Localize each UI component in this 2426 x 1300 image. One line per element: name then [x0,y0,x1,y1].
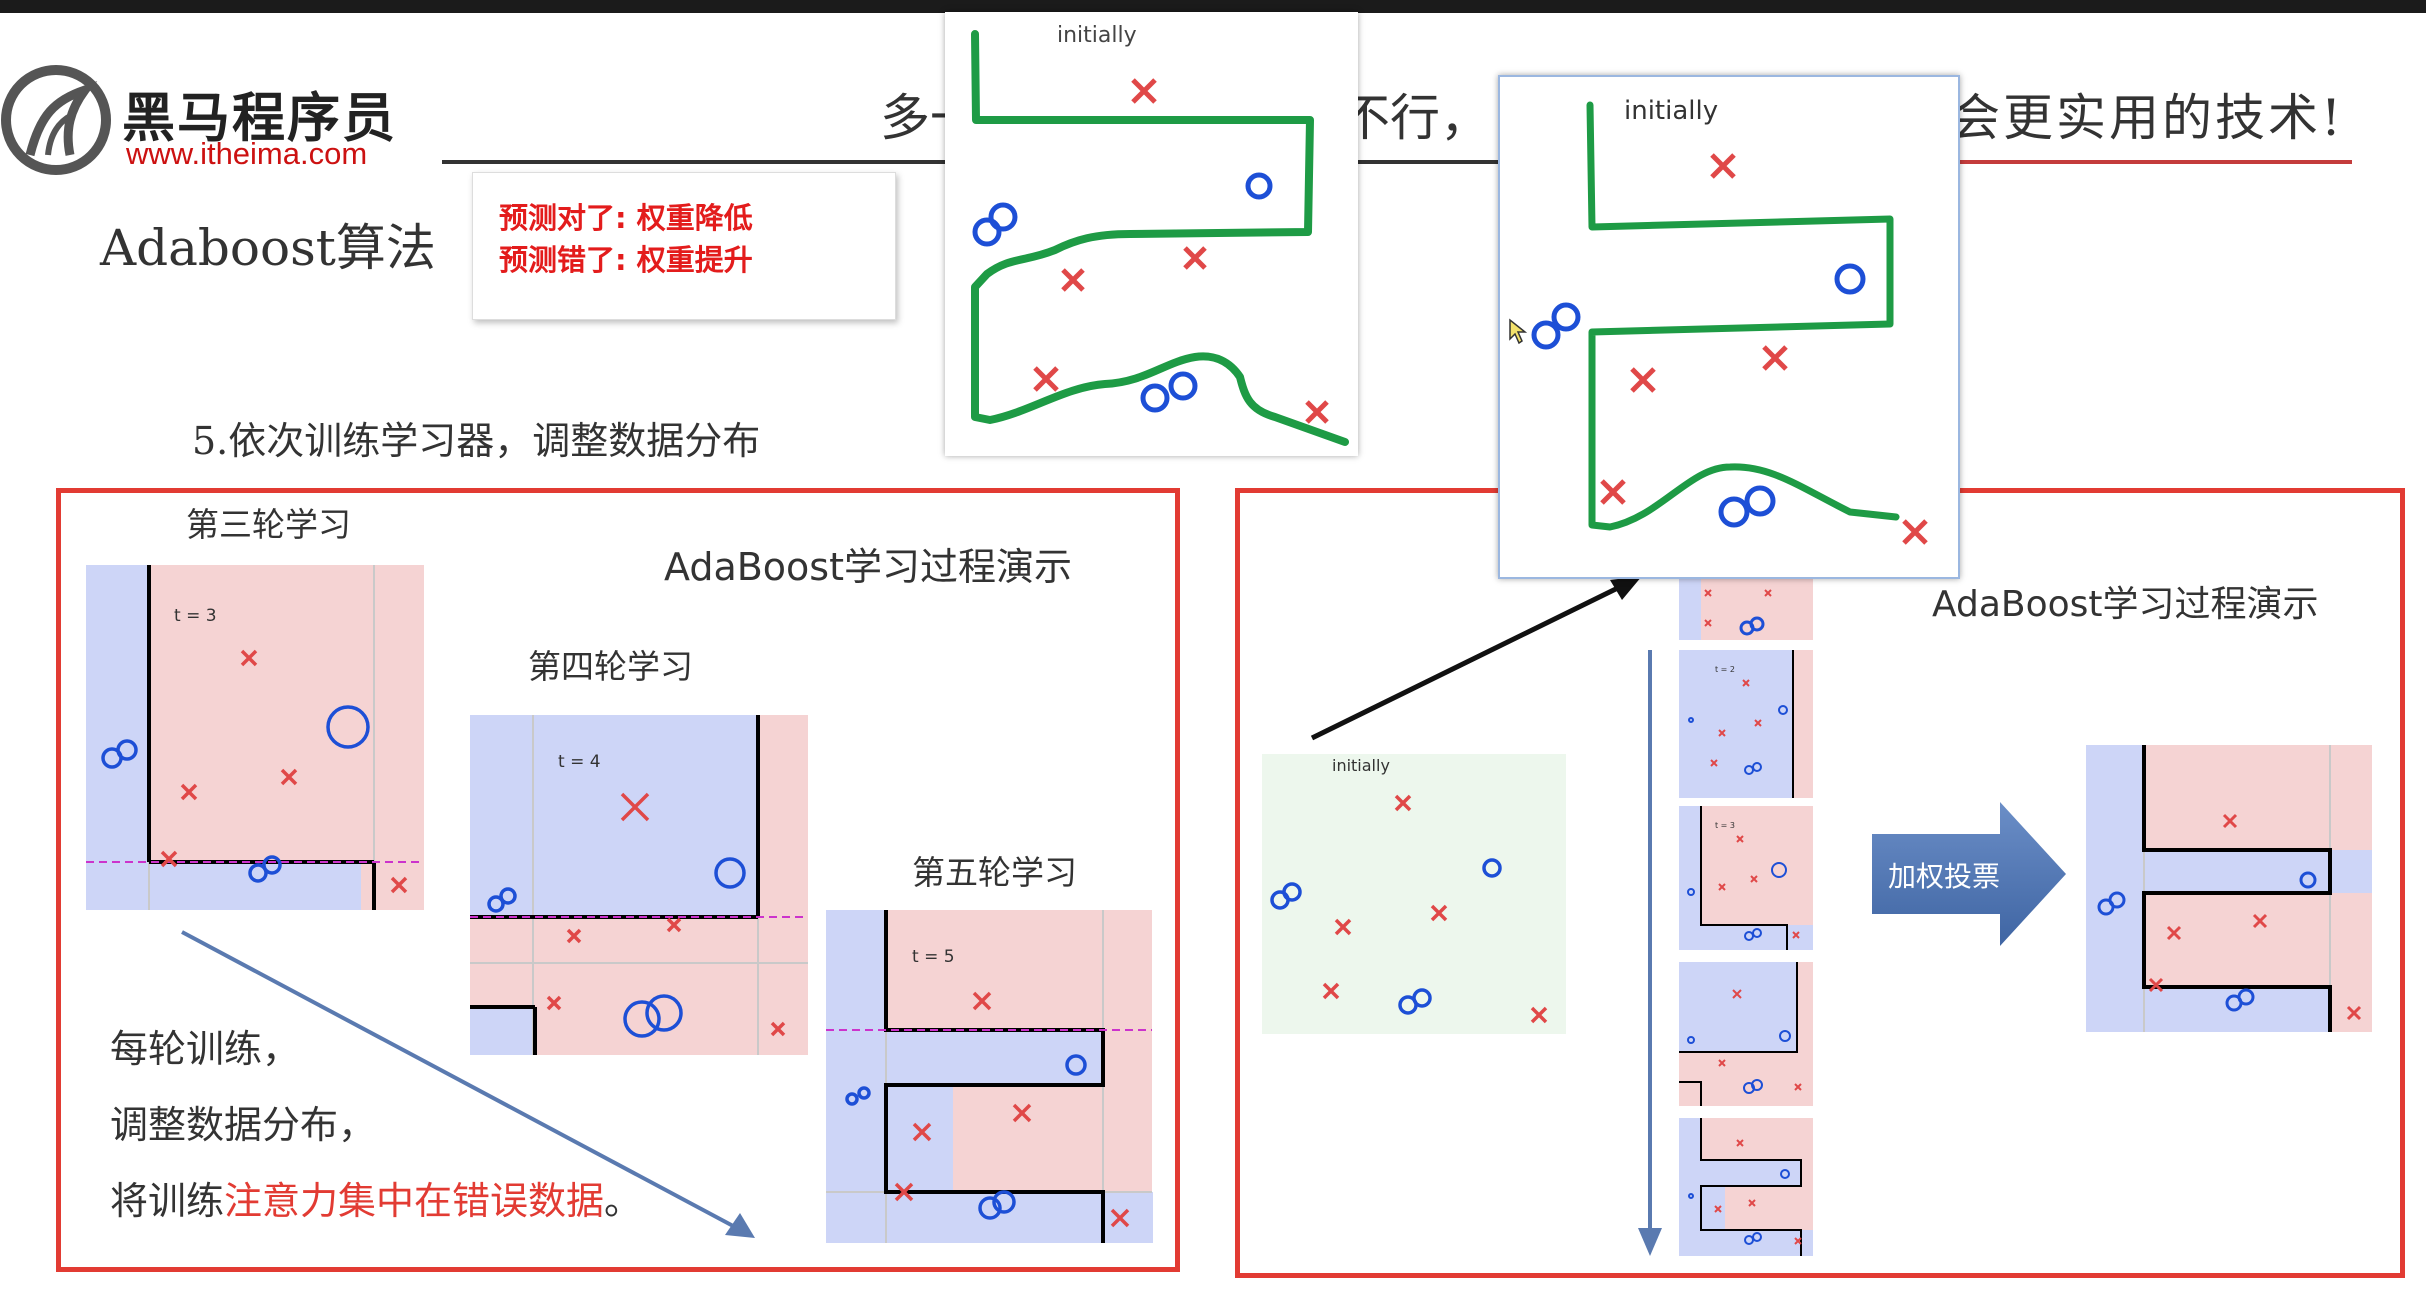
final-combined-plot [2086,745,2372,1032]
header-divider [442,160,2352,164]
overlay-top-cross-marks [1033,78,1329,424]
up-arrow-icon [1310,576,1642,741]
left-panel-title: AdaBoost学习过程演示 [664,545,1072,589]
slogan-mid: 不行， [1340,89,1490,147]
t5-label: t = 5 [912,947,955,967]
thumb-t3-label: t = 3 [1715,821,1735,830]
round5-circle-marks [845,1054,1087,1220]
right-initially-cross-marks [1322,794,1548,1024]
t4-label: t = 4 [558,752,601,772]
round3-plot: t = 3 [86,565,424,910]
slide-title: Adaboost算法 [100,219,436,277]
caption-line-3-prefix: 将训练 [110,1179,225,1223]
overlay-top-circle-marks [972,172,1273,413]
left-panel [56,488,1180,1272]
caption-line-3: 将训练注意力集中在错误数据。 [110,1170,642,1225]
overlay-top-initially: initially [1057,23,1137,48]
right-initially-label: initially [1332,756,1390,775]
vote-arrow-icon [1872,802,2066,946]
overlay-big-plot: initially [1500,77,1956,575]
note-line-2: 预测错了: 权重提升 [499,243,753,277]
caption-line-1: 每轮训练， [110,1027,301,1071]
round4-label: 第四轮学习 [528,647,693,686]
final-circle-marks [2097,871,2317,1012]
overlay-big-initially: initially [1624,96,1718,126]
overlay-big-cross-marks [1600,153,1928,545]
round4-plot: t = 4 [470,715,808,1055]
t3-label: t = 3 [174,606,217,626]
round4-cross-marks [546,792,786,1037]
brand-site: www.itheima.com [126,136,368,171]
caption-line-2: 调整数据分布， [110,1103,377,1147]
overlay-big-circle-marks [1531,263,1866,528]
svg-text:t = 2: t = 2 [1715,665,1735,674]
note-line-1: 预测对了: 权重降低 [499,201,753,235]
round3-cross-marks [160,649,408,894]
round4-circle-marks [487,857,746,1038]
caption-line-3-suffix: 。 [604,1179,643,1223]
overlay-top-plot: initially [945,12,1358,456]
header-divider-accent [1880,160,2352,164]
brand-name: 黑马程序员 [122,88,397,149]
diagonal-arrow-icon [181,930,755,1238]
thumbnail-column: t = 2 t = 3 [1679,570,1813,1256]
right-initially-plot: initially [1262,754,1566,1034]
round5-plot: t = 5 [826,910,1153,1243]
round5-cross-marks [894,991,1130,1228]
weight-note: 预测对了: 权重降低 预测错了: 权重提升 [472,172,896,320]
top-bar [0,0,2426,13]
right-initially-circle-marks [1270,858,1502,1015]
round3-circle-marks [101,705,370,883]
vote-label: 加权投票 [1888,860,2001,893]
caption-line-3-highlight: 注意力集中在错误数据 [224,1179,605,1223]
slogan-right: 会更实用的技术! [1950,89,2345,147]
down-arrow-icon [1638,650,1662,1256]
horse-logo-icon [1,65,111,175]
final-cross-marks [2148,813,2362,1021]
round3-label: 第三轮学习 [186,505,351,544]
right-panel-title: AdaBoost学习过程演示 [1932,584,2319,625]
round5-label: 第五轮学习 [912,853,1077,892]
step-text: 5.依次训练学习器，调整数据分布 [192,419,761,463]
mouse-cursor-icon [1509,318,1528,345]
